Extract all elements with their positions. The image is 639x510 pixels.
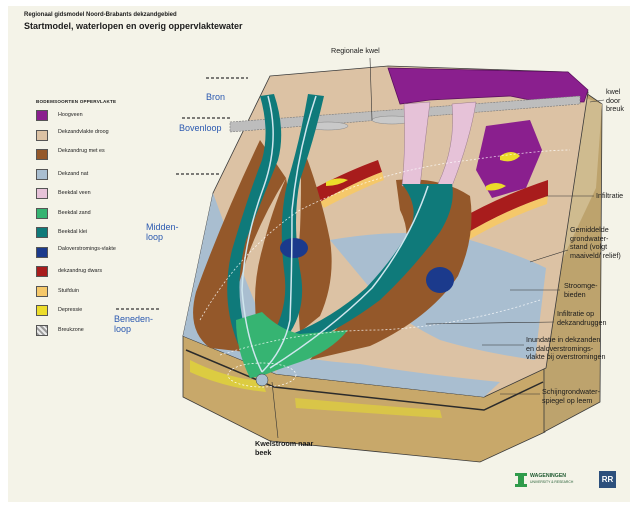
- legend-label: Hoogveen: [58, 112, 122, 118]
- legend-label: Stuifduin: [58, 288, 122, 294]
- annotation-infiltratie: Infiltratie: [596, 192, 623, 201]
- legend-swatch: [36, 130, 48, 141]
- annotation-grondwaterstand: Gemiddelde grondwater- stand (volgt maai…: [570, 226, 621, 260]
- annotation-inundatie: Inundatie in dekzanden en daloverstromin…: [526, 336, 606, 362]
- label-benedenloop: Beneden- loop: [114, 314, 153, 334]
- annotation-kwel-door-breuk: kwel door breuk: [606, 88, 624, 114]
- legend-swatch: [36, 286, 48, 297]
- wageningen-subtitle: UNIVERSITY & RESEARCH: [530, 480, 573, 484]
- legend-title: BODEMSOORTEN OPPERVLAKTE: [36, 99, 116, 104]
- wageningen-logo: WAGENINGEN UNIVERSITY & RESEARCH: [515, 470, 595, 495]
- daloverstroming-right: [426, 267, 454, 293]
- legend-swatch: [36, 208, 48, 219]
- legend-label: Beekdal klei: [58, 229, 122, 235]
- legend-label: Dekzandvlakte droog: [58, 129, 122, 135]
- label-bovenloop: Bovenloop: [179, 123, 222, 133]
- annotation-regionale-kwel: Regionale kwel: [331, 47, 380, 56]
- legend-swatch: [36, 169, 48, 180]
- daloverstroming-left: [280, 238, 308, 258]
- legend-label: Daloverstromings-vlakte: [58, 246, 122, 252]
- legend-label: Breukzone: [58, 327, 122, 333]
- legend-swatch: [36, 227, 48, 238]
- legend-label: Dekzand nat: [58, 171, 122, 177]
- legend-label: Dekzandrug met es: [58, 148, 122, 154]
- wageningen-name: WAGENINGEN: [530, 473, 566, 479]
- legend-swatch: [36, 188, 48, 199]
- legend-swatch: [36, 149, 48, 160]
- legend-label: Beekdal zand: [58, 210, 122, 216]
- kwelstroom-marker: [256, 374, 268, 386]
- legend-swatch: [36, 266, 48, 277]
- annotation-stroomgebieden: Stroomge- bieden: [564, 282, 598, 299]
- annotation-infiltratie-dekzandruggen: Infiltratie op dekzandruggen: [557, 310, 607, 327]
- label-middenloop: Midden- loop: [146, 222, 179, 242]
- legend-swatch: [36, 305, 48, 316]
- legend-swatch: [36, 110, 48, 121]
- legend-swatch: [36, 247, 48, 258]
- legend-swatch: [36, 325, 48, 336]
- legend-label: dekzandrug dwars: [58, 268, 122, 274]
- rr-logo: RR: [599, 471, 616, 488]
- legend-label: Beekdal veen: [58, 190, 122, 196]
- annotation-kwelstroom: Kwelstroom naar beek: [255, 440, 313, 457]
- legend-label: Depressie: [58, 307, 122, 313]
- annotation-schijngrondwater: Schijngrondwater- spiegel op leem: [542, 388, 600, 405]
- label-bron: Bron: [206, 92, 225, 102]
